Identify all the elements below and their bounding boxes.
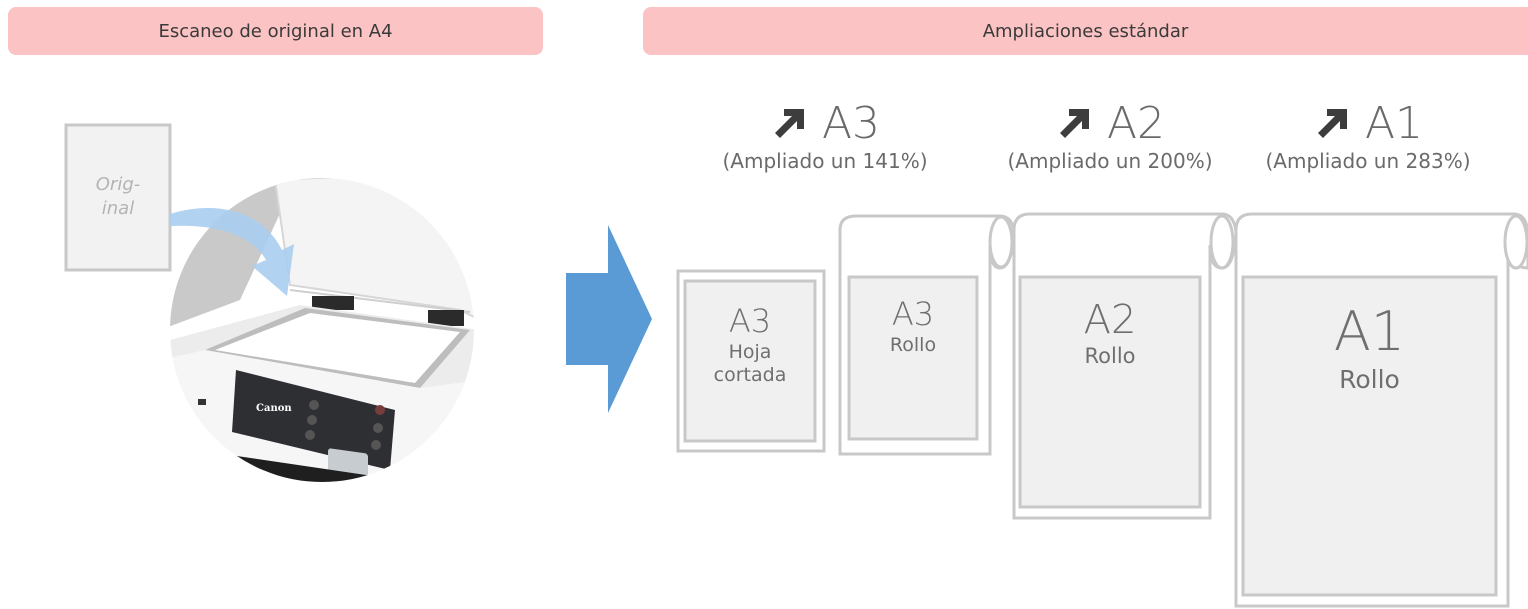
original-label-line2: inal — [101, 198, 135, 219]
header-scan-original: Escaneo de original en A4 — [8, 7, 543, 55]
enlargement-a3-percent: (Ampliado un 141%) — [722, 149, 928, 173]
enlargement-a2: A2 (Ampliado un 200%) — [980, 100, 1240, 174]
sheet-a3-cut — [676, 269, 826, 453]
sheet-a3-cut-kind-line2: cortada — [713, 363, 787, 386]
sheet-a1-roll — [1234, 212, 1528, 608]
sheet-a3-roll-size: A3 — [891, 295, 935, 333]
curved-arrow-icon — [170, 208, 294, 296]
sheet-a1-roll-size: A1 — [1333, 300, 1406, 363]
original-a4-sheet — [64, 123, 172, 272]
sheet-a3-cut-kind-line1: Hoja — [728, 341, 772, 363]
original-label: Orig- inal — [66, 173, 170, 221]
header-scan-original-label: Escaneo de original en A4 — [158, 20, 393, 42]
enlargement-a2-size: A2 — [1106, 98, 1166, 149]
diagonal-arrow-icon — [1059, 109, 1089, 138]
sheet-a2-roll — [1012, 212, 1238, 520]
scanner-brand-label: Canon — [256, 403, 292, 414]
sheet-a1-roll-label: A1 Rollo — [1243, 305, 1496, 395]
enlargement-a2-percent: (Ampliado un 200%) — [1007, 149, 1213, 173]
sheet-a2-roll-size: A2 — [1083, 297, 1137, 343]
header-standard-enlargements-label: Ampliaciones estándar — [982, 20, 1189, 42]
sheet-a3-cut-size: A3 — [728, 302, 772, 340]
sheet-a2-roll-kind: Rollo — [1084, 344, 1136, 368]
enlargement-a1: A1 (Ampliado un 283%) — [1238, 100, 1498, 174]
sheet-a3-roll — [838, 214, 1016, 456]
sheet-a3-roll-kind: Rollo — [889, 334, 937, 356]
enlargement-a1-size: A1 — [1364, 98, 1424, 149]
header-standard-enlargements: Ampliaciones estándar — [643, 7, 1528, 55]
sheet-a1-roll-kind: Rollo — [1339, 365, 1400, 394]
enlargement-a3-size: A3 — [821, 98, 881, 149]
enlargement-a1-percent: (Ampliado un 283%) — [1265, 149, 1471, 173]
sheet-a2-roll-label: A2 Rollo — [1020, 300, 1200, 369]
diagonal-arrow-icon — [774, 109, 804, 138]
flow-arrow-icon — [566, 225, 652, 413]
diagonal-arrow-icon — [1317, 109, 1347, 138]
original-label-line1: Orig- — [95, 174, 141, 195]
sheet-a3-roll-label: A3 Rollo — [849, 298, 977, 357]
sheet-a3-cut-label: A3 Hoja cortada — [685, 305, 815, 387]
enlargement-a3: A3 (Ampliado un 141%) — [695, 100, 955, 174]
